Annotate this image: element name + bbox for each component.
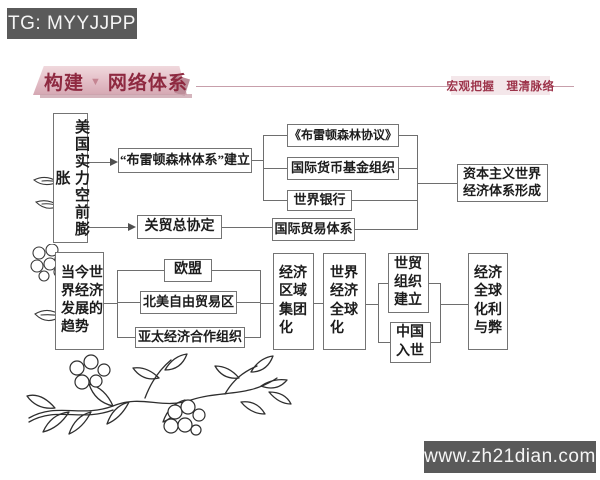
page-title-part1: 构建 bbox=[44, 72, 85, 94]
page-title: 构建 ▼ 网络体系 bbox=[44, 69, 187, 94]
connector-line bbox=[117, 270, 118, 338]
connector-line bbox=[430, 342, 441, 343]
node-regional-integration: 经济区域集团化 bbox=[273, 253, 314, 350]
connector-line bbox=[354, 229, 418, 230]
connector-line bbox=[237, 302, 261, 303]
connector-line bbox=[351, 200, 418, 201]
node-globalization-pros-cons: 经济全球化利与弊 bbox=[468, 253, 508, 350]
node-wto-founded: 世贸组织建立 bbox=[388, 253, 429, 313]
node-eu: 欧盟 bbox=[164, 259, 212, 282]
connector-line bbox=[88, 227, 128, 228]
node-bretton-woods-system: “布雷顿森林体系”建立 bbox=[118, 148, 252, 173]
node-bretton-woods-agreement: 《布雷顿森林协议》 bbox=[287, 124, 399, 147]
watermark-badge: www.zh21dian.com bbox=[424, 441, 596, 473]
connector-line bbox=[378, 283, 379, 343]
node-imf: 国际货币基金组织 bbox=[287, 157, 399, 180]
node-gatt: 关贸总协定 bbox=[137, 215, 222, 239]
connector-line bbox=[117, 337, 135, 338]
connector-line bbox=[378, 283, 388, 284]
header-tagline: 宏观把握 理清脉络 bbox=[447, 76, 554, 95]
node-world-economy-trend: 当今世界经济发展的趋势 bbox=[55, 252, 104, 350]
connector-line bbox=[440, 283, 441, 343]
node-apec: 亚太经济合作组织 bbox=[135, 327, 245, 348]
connector-line bbox=[221, 227, 272, 228]
header-ribbon-fold bbox=[172, 74, 190, 96]
connector-line bbox=[88, 162, 110, 163]
connector-line bbox=[417, 183, 457, 184]
node-international-trade-system: 国际贸易体系 bbox=[272, 218, 355, 241]
header-ribbon bbox=[33, 66, 187, 95]
node-china-wto-entry: 中国入世 bbox=[390, 322, 431, 363]
connector-line bbox=[251, 160, 264, 161]
connector-line bbox=[378, 342, 390, 343]
node-capitalist-world-economy: 资本主义世界经济体系形成 bbox=[457, 164, 548, 202]
connector-line bbox=[365, 304, 379, 305]
header-ribbon-shadow bbox=[40, 94, 192, 98]
connector-line bbox=[263, 200, 287, 201]
connector-line bbox=[263, 135, 287, 136]
connector-line bbox=[212, 270, 261, 271]
arrowhead-icon bbox=[128, 223, 136, 231]
triangle-down-icon: ▼ bbox=[90, 76, 102, 88]
tg-badge: TG: MYYJJPP bbox=[7, 8, 137, 39]
connector-line bbox=[260, 303, 273, 304]
connector-line bbox=[398, 135, 418, 136]
connector-line bbox=[440, 304, 468, 305]
header-rule-line bbox=[196, 86, 574, 87]
connector-line bbox=[398, 168, 418, 169]
node-nafta: 北美自由贸易区 bbox=[140, 291, 237, 314]
node-economic-globalization: 世界经济全球化 bbox=[323, 253, 366, 350]
node-us-power: 美国实力空前膨胀 bbox=[53, 113, 89, 243]
node-world-bank: 世界银行 bbox=[287, 190, 352, 211]
connector-line bbox=[428, 283, 441, 284]
arrowhead-icon bbox=[110, 158, 118, 166]
connector-line bbox=[263, 168, 287, 169]
connector-line bbox=[103, 303, 118, 304]
floral-branch-icon bbox=[26, 353, 292, 436]
connector-line bbox=[117, 270, 164, 271]
page-title-part2: 网络体系 bbox=[107, 72, 188, 94]
connector-line bbox=[117, 302, 140, 303]
connector-line bbox=[313, 303, 323, 304]
connector-line bbox=[245, 337, 261, 338]
connector-line bbox=[417, 135, 418, 230]
connector-line bbox=[260, 270, 261, 338]
